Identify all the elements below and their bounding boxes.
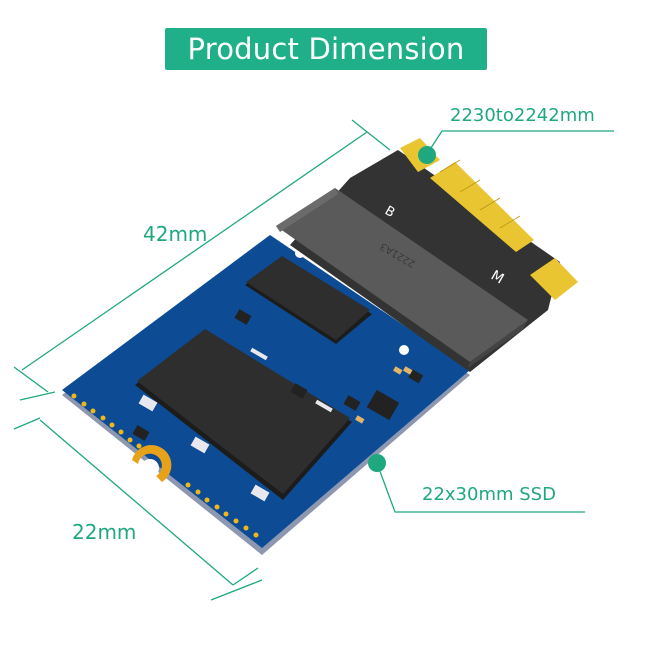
size-callout [377, 465, 585, 513]
width-dimension-label: 22mm [72, 520, 137, 544]
form-factor-callout [426, 130, 614, 155]
length-dimension-line [13, 119, 391, 601]
form-factor-marker-dot [418, 146, 436, 164]
title-banner: Product Dimension [165, 28, 487, 70]
m2-connector: 2221A3 B M [276, 138, 578, 372]
pcb-board [62, 235, 470, 555]
size-marker-dot [368, 454, 386, 472]
size-label: 22x30mm SSD [422, 484, 556, 505]
page-title: Product Dimension [187, 32, 465, 66]
form-factor-label: 2230to2242mm [450, 105, 595, 126]
length-dimension-label: 42mm [143, 222, 208, 246]
